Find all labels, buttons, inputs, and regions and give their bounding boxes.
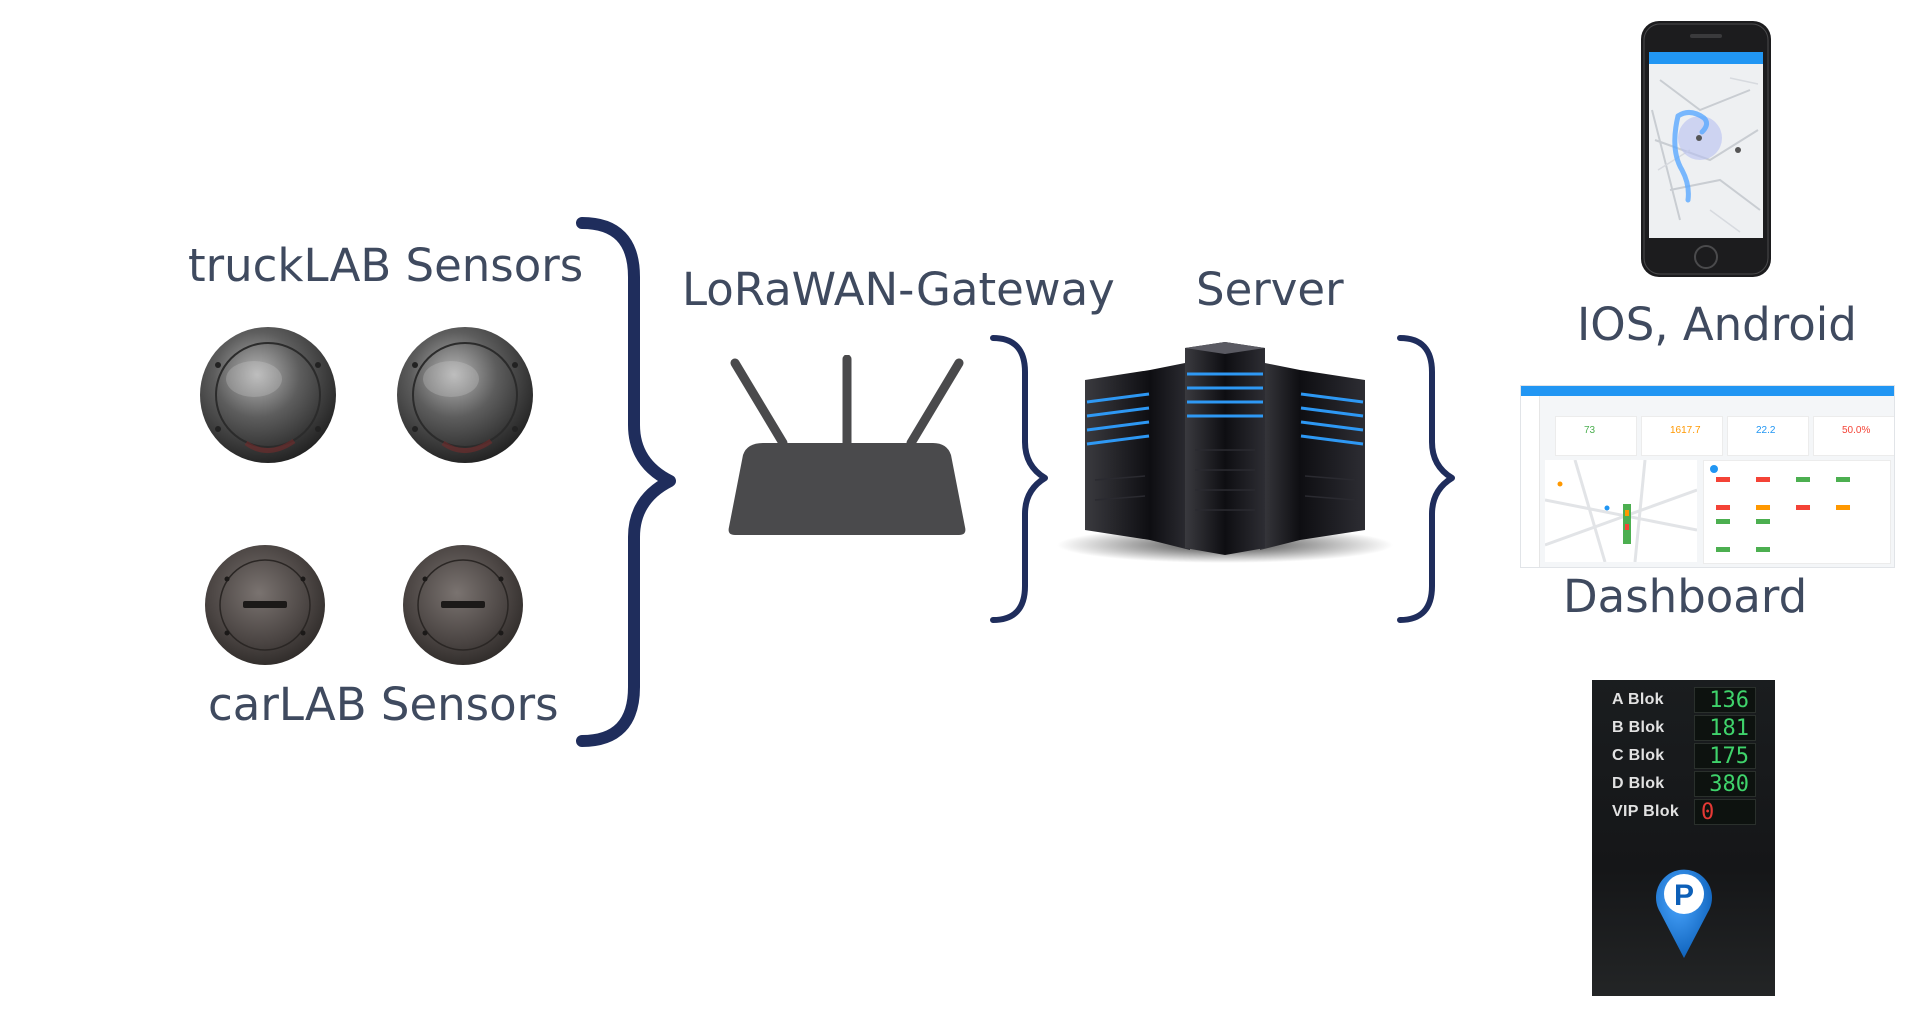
gateway-label: LoRaWAN-Gateway — [682, 263, 1115, 316]
truck-sensor-icon — [200, 327, 336, 463]
parking-block-label: C Blok — [1612, 747, 1665, 764]
dashboard-app-bar — [1521, 386, 1894, 396]
parking-block-count: 0 — [1694, 799, 1756, 825]
parking-block-label: A Blok — [1612, 691, 1664, 708]
car-sensors-label: carLAB Sensors — [208, 678, 559, 731]
truck-sensors-label: truckLAB Sensors — [188, 239, 584, 292]
router-icon — [728, 355, 966, 535]
parking-board-row: D Blok 380 — [1612, 770, 1756, 798]
parking-block-count: 181 — [1694, 715, 1756, 741]
dashboard-stat-value: 1617.7 — [1670, 425, 1701, 436]
parking-display-board: A Blok 136 B Blok 181 C Blok 175 D Blok … — [1592, 680, 1775, 996]
dashboard-stat-value: 50.0% — [1842, 425, 1871, 436]
parking-board-row: B Blok 181 — [1612, 714, 1756, 742]
dashboard-stat-tile: 22.2 — [1727, 416, 1809, 456]
parking-block-count: 136 — [1694, 687, 1756, 713]
parking-pin-icon: P — [1656, 869, 1712, 958]
gateway-brace — [990, 335, 1048, 623]
car-sensor-icon — [205, 545, 325, 665]
sensors-brace — [576, 217, 676, 747]
parking-board-row: C Blok 175 — [1612, 742, 1756, 770]
parking-sign-letter: P — [1674, 879, 1694, 912]
parking-block-label: VIP Blok — [1612, 803, 1680, 820]
dashboard-stat-value: 73 — [1584, 425, 1596, 436]
dashboard-stat-tile: 1617.7 — [1641, 416, 1723, 456]
dashboard-label: Dashboard — [1563, 570, 1808, 623]
mobile-platforms-label: IOS, Android — [1577, 298, 1857, 351]
parking-slots-grid-icon — [1710, 465, 1850, 552]
parking-board-row: A Blok 136 — [1612, 686, 1756, 714]
parking-block-label: B Blok — [1612, 719, 1665, 736]
smartphone — [1640, 20, 1772, 278]
smartphone-map-icon — [1641, 21, 1771, 277]
parking-block-count: 380 — [1694, 771, 1756, 797]
dashboard-screenshot: 73 1617.7 22.2 50.0% — [1520, 385, 1895, 568]
sensors-group — [200, 327, 533, 665]
server-rack-icon — [1057, 342, 1393, 563]
dashboard-stat-tile: 73 — [1555, 416, 1637, 456]
dashboard-sidebar — [1521, 396, 1540, 567]
dashboard-map-icon — [1545, 460, 1697, 562]
dashboard-stat-value: 22.2 — [1756, 425, 1776, 436]
parking-block-label: D Blok — [1612, 775, 1665, 792]
parking-block-count: 175 — [1694, 743, 1756, 769]
parking-board-row: VIP Blok 0 — [1612, 798, 1756, 826]
truck-sensor-icon — [397, 327, 533, 463]
server-brace — [1397, 335, 1455, 623]
server-label: Server — [1196, 263, 1344, 316]
dashboard-stat-tile: 50.0% — [1813, 416, 1894, 456]
dashboard-parking-panel — [1703, 460, 1891, 564]
car-sensor-icon — [403, 545, 523, 665]
